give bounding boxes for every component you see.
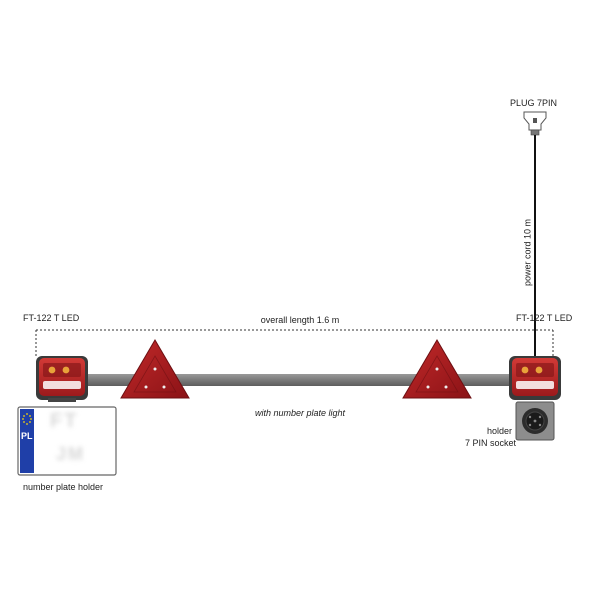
warning-triangle-left-icon [120, 339, 190, 399]
number-plate-holder-label: number plate holder [23, 482, 104, 492]
socket-7pin-holder-icon [515, 401, 555, 441]
socket-label: 7 PIN socket [465, 438, 517, 448]
overall-length-label: overall length 1.6 m [260, 315, 340, 325]
plug-7pin-icon [523, 111, 547, 136]
plug-label: PLUG 7PIN [510, 98, 558, 108]
holder-label: holder [487, 426, 513, 436]
overall-length-dimension [35, 329, 554, 358]
plate-blurred-line1: FT [50, 410, 79, 432]
power-cord-label: power cord 10 m [522, 218, 533, 287]
number-plate-holder-icon [17, 406, 117, 476]
eu-stars-icon [22, 413, 32, 425]
lamp-right-label: FT-122 T LED [516, 313, 573, 323]
lamp-left-label: FT-122 T LED [23, 313, 80, 323]
plate-blurred-line2: JM [56, 444, 86, 464]
eu-band [20, 409, 34, 473]
warning-triangle-right-icon [402, 339, 472, 399]
lamp-left-icon [36, 356, 88, 402]
plate-country-code: PL [21, 431, 33, 441]
number-plate-light-label: with number plate light [254, 408, 346, 418]
lamp-right-icon [509, 356, 561, 400]
